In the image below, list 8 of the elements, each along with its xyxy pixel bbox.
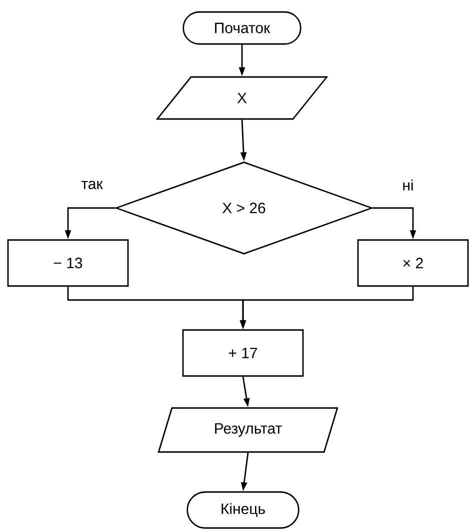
process-box: + 17 <box>182 329 304 377</box>
edge-label: так <box>80 180 104 190</box>
terminal-box: Кінець <box>186 491 300 529</box>
process-box: × 2 <box>357 239 469 287</box>
terminal-box: Початок <box>182 11 302 45</box>
io-parallelogram: Результат <box>158 407 338 453</box>
edge-label: ні <box>401 178 415 192</box>
process-box: − 13 <box>7 239 129 287</box>
